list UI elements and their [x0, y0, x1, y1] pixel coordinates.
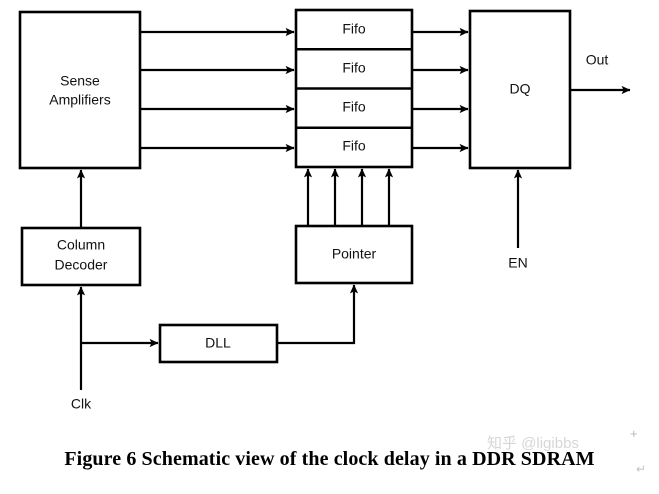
block-dq: DQ	[468, 9, 572, 170]
out-label: Out	[586, 52, 609, 68]
dll-label: DLL	[205, 335, 231, 351]
block-column-decoder: Column Decoder	[20, 226, 142, 287]
wires-pointer-to-fifo	[303, 168, 394, 226]
en-label: EN	[508, 255, 527, 271]
block-sense-amplifiers: Sense Amplifiers	[18, 10, 142, 170]
fifo-label-1: Fifo	[342, 21, 366, 37]
figure-caption: Figure 6 Schematic view of the clock del…	[64, 448, 595, 470]
pointer-label: Pointer	[332, 246, 377, 262]
pilcrow-mark: ↵	[636, 462, 647, 476]
fifo-label-4: Fifo	[342, 138, 366, 154]
fifo-label-3: Fifo	[342, 99, 366, 115]
block-pointer: Pointer	[294, 224, 414, 285]
sense-amplifiers-label-line2: Amplifiers	[49, 92, 110, 108]
wire-dll-to-pointer	[277, 284, 359, 345]
plus-mark: +	[630, 426, 638, 441]
block-fifo-stack: Fifo Fifo Fifo Fifo	[294, 8, 414, 169]
clk-label: Clk	[71, 396, 92, 412]
block-dll: DLL	[158, 323, 279, 364]
wire-dq-to-out: Out	[570, 52, 631, 95]
sense-amplifiers-label-line1: Sense	[60, 73, 100, 89]
wire-en-to-dq: EN	[508, 169, 528, 271]
dq-label: DQ	[510, 81, 531, 97]
wires-fifo-to-dq	[412, 27, 469, 153]
wires-sense-to-fifo	[140, 27, 295, 153]
fifo-label-2: Fifo	[342, 60, 366, 76]
column-decoder-label-line2: Decoder	[55, 257, 108, 273]
column-decoder-label-line1: Column	[57, 237, 105, 253]
